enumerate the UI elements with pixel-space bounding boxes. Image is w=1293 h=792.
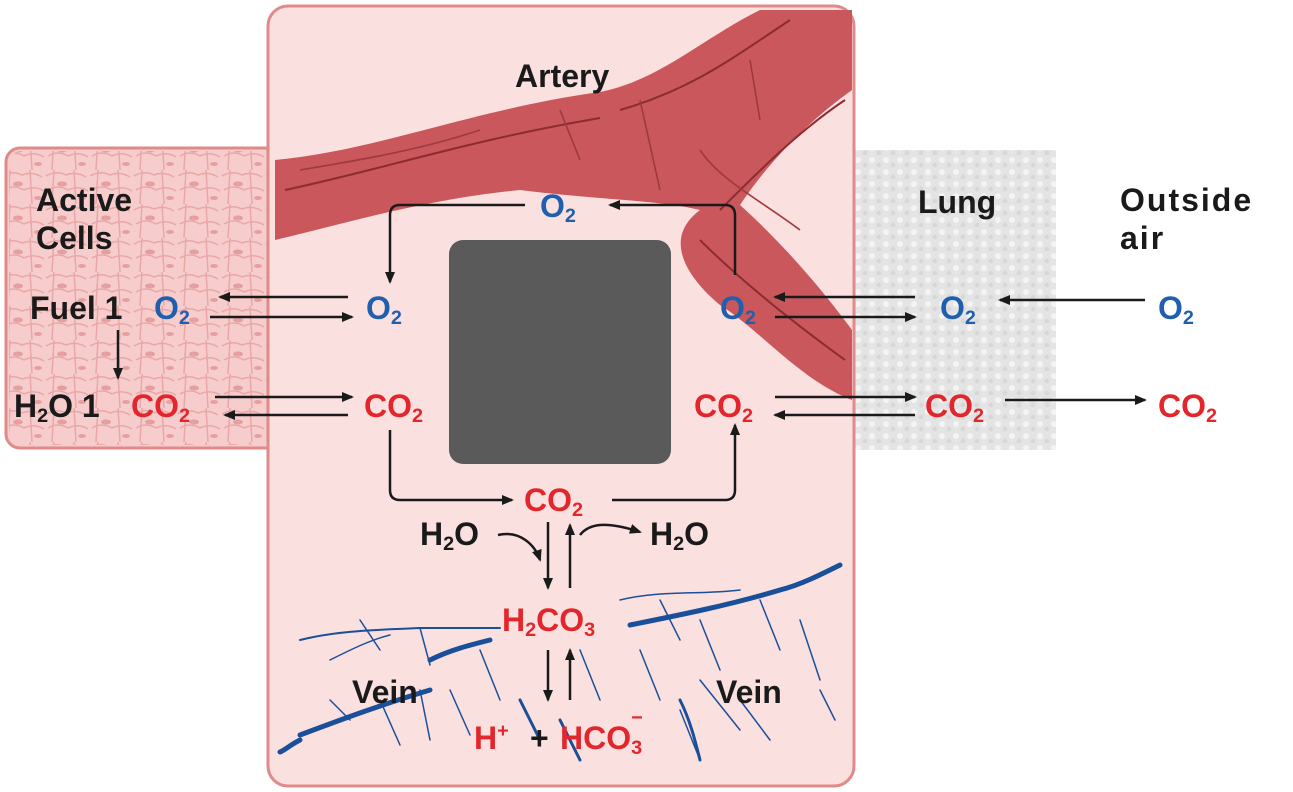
active-cells-line1: Active	[36, 182, 133, 218]
co2-blood-left: CO2	[364, 388, 424, 427]
h2o-right: H2O	[650, 516, 710, 555]
co2-bottom: CO2	[524, 482, 584, 521]
artery-shape	[275, 10, 852, 400]
vein-label-left: Vein	[352, 674, 418, 710]
co2-lung: CO2	[925, 388, 985, 427]
arrows	[113, 200, 1147, 702]
plus-sign: +	[530, 720, 549, 756]
o2-blood-right: O2	[720, 290, 756, 329]
co2-blood-right: CO2	[694, 388, 754, 427]
co2-cells: CO2	[131, 388, 191, 427]
outside-air-line2: air	[1120, 219, 1166, 256]
lung-label: Lung	[918, 184, 997, 220]
h2o-left: H2O	[420, 516, 480, 555]
fuel-label: Fuel 1	[30, 290, 123, 326]
co2-outside: CO2	[1158, 388, 1218, 427]
center-box	[449, 240, 671, 464]
o2-cells: O2	[154, 290, 190, 329]
o2-blood-left: O2	[366, 290, 402, 329]
h2o-fuel-label: H2O 1	[14, 388, 100, 427]
blood-label: Blood	[516, 156, 607, 192]
active-cells-label: Active Cells	[36, 182, 132, 258]
o2-blood-top: O2	[540, 188, 576, 227]
vein-label-right: Vein	[716, 674, 782, 710]
artery-label: Artery	[515, 58, 610, 94]
outside-air-label: Outside air	[1120, 182, 1253, 258]
h2co3: H2CO3	[502, 602, 596, 641]
h-plus: H+	[474, 720, 509, 756]
bicarbonate: HCO−3	[560, 708, 643, 759]
veins	[277, 562, 843, 762]
outside-air-line1: Outside	[1120, 182, 1254, 218]
o2-outside: O2	[1158, 290, 1194, 329]
active-cells-line2: Cells	[36, 219, 113, 256]
o2-lung: O2	[940, 290, 976, 329]
